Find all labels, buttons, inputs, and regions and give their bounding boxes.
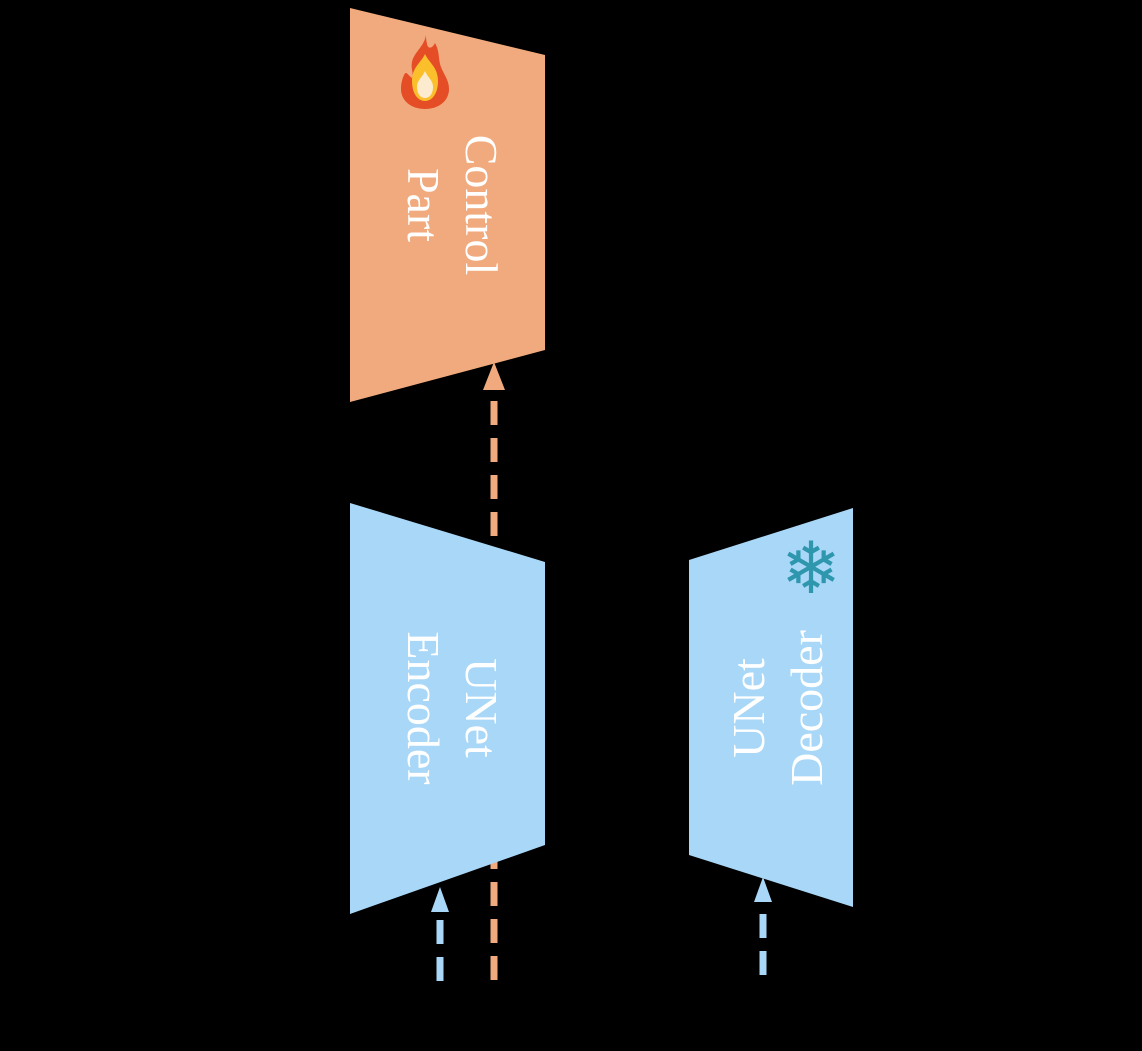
encoder-input-arrow bbox=[431, 887, 449, 981]
decoder-input-arrowhead bbox=[754, 877, 772, 902]
encoder-input-arrowhead bbox=[431, 887, 449, 912]
decoder-input-arrow bbox=[754, 877, 772, 975]
control-part-shape bbox=[350, 8, 545, 402]
control-input-arrowhead bbox=[483, 362, 505, 390]
unet-encoder-shape bbox=[350, 503, 545, 914]
snowflake-icon: ❄ bbox=[781, 526, 841, 610]
control-input-arrow bbox=[483, 362, 505, 980]
flame-core bbox=[417, 71, 433, 98]
flame-icon bbox=[397, 34, 453, 110]
unet-decoder-shape bbox=[689, 508, 853, 907]
